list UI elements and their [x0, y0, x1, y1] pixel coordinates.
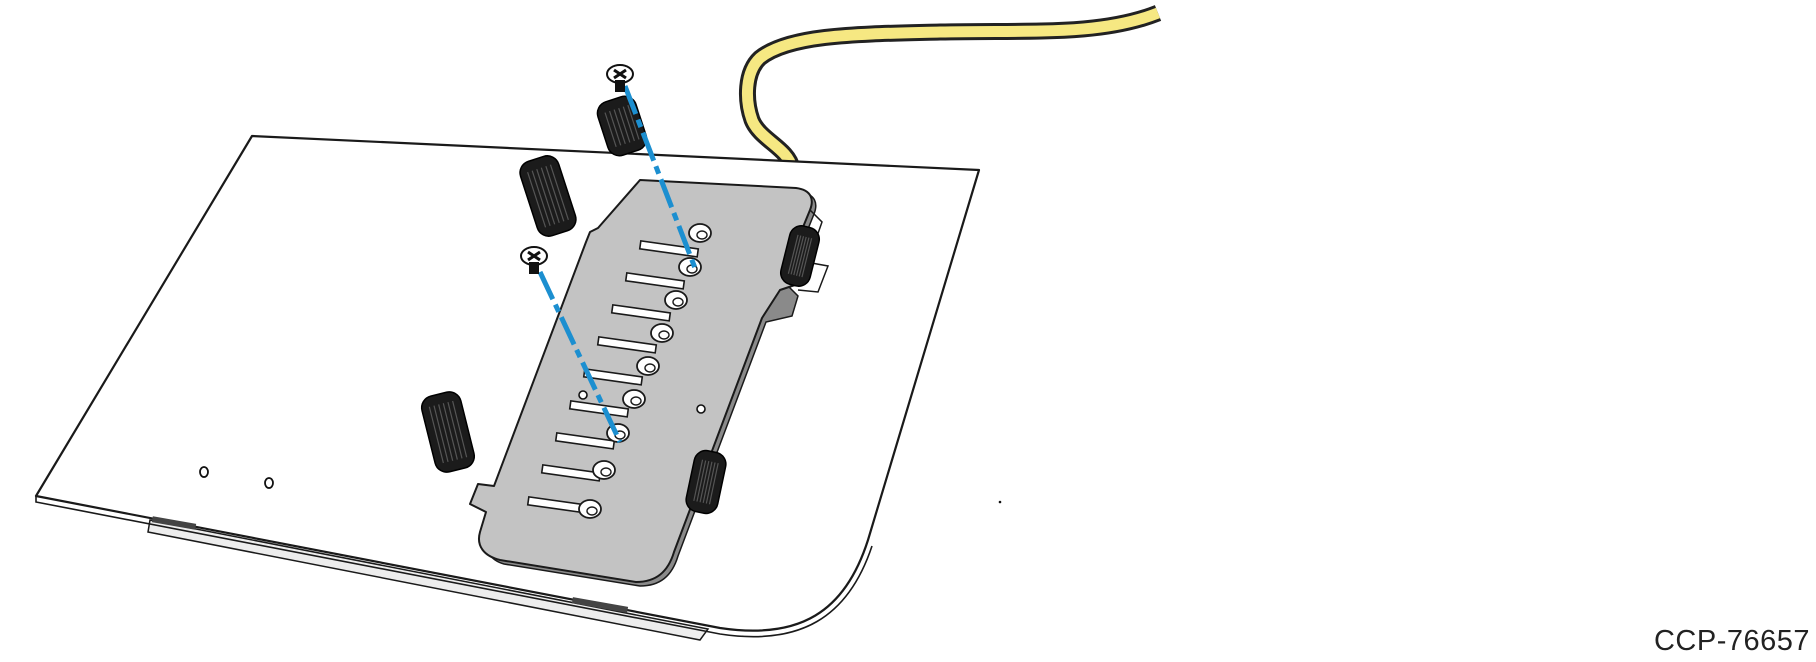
figure-reference-code: CCP-76657	[1653, 625, 1810, 657]
bracket-hole	[578, 499, 602, 519]
screw-path-lines	[537, 85, 698, 444]
screw-path-bottom	[537, 270, 623, 444]
bracket-hole	[592, 460, 616, 480]
screw-icon	[520, 64, 634, 274]
bracket-slot	[610, 303, 672, 322]
bracket-slot	[624, 271, 686, 290]
bracket-hole	[688, 223, 712, 243]
bracket-slot	[638, 239, 700, 258]
bracket-slot	[554, 431, 616, 450]
bracket-hole	[622, 389, 646, 409]
bracket-slot	[568, 399, 630, 418]
screw-path-top	[622, 85, 698, 269]
rubber-foot	[779, 225, 821, 287]
bracket-small-hole	[578, 390, 588, 400]
bracket-small-hole	[696, 404, 706, 414]
bracket-slot	[596, 335, 658, 354]
rubber-foot	[420, 391, 476, 473]
bracket-slots	[526, 239, 700, 514]
bracket-slot	[582, 367, 644, 386]
rubber-foot	[519, 155, 577, 237]
bracket-hole	[650, 323, 674, 343]
rubber-foot	[685, 449, 727, 515]
bracket-hole	[636, 356, 660, 376]
cable-icon	[739, 5, 1162, 198]
rubber-feet	[420, 95, 821, 515]
bracket-holes	[578, 223, 712, 519]
bracket-hole	[664, 290, 688, 310]
